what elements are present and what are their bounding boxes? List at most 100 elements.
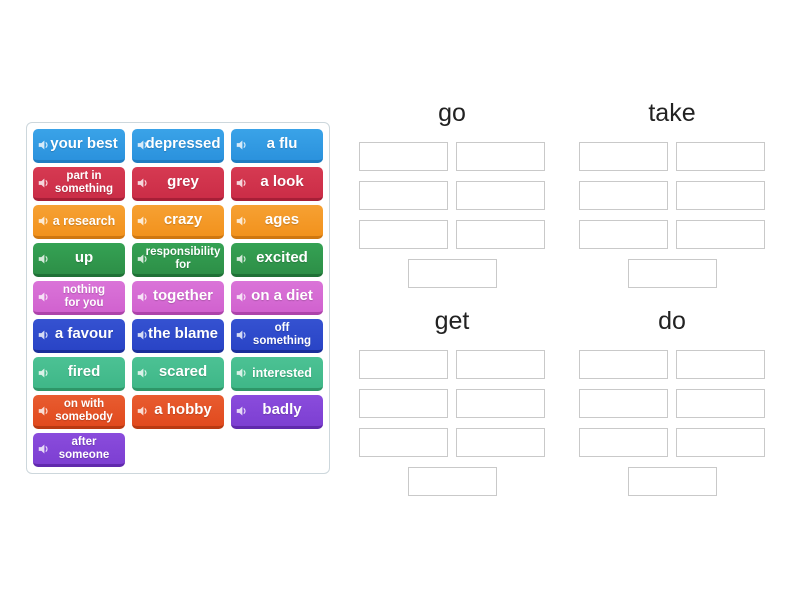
word-tile[interactable]: part in something: [33, 167, 125, 201]
drop-slot[interactable]: [579, 181, 668, 210]
drop-slot[interactable]: [627, 467, 717, 496]
speaker-icon: [236, 330, 246, 339]
word-tile-label: grey: [167, 173, 199, 191]
speaker-icon: [38, 406, 48, 415]
speaker-icon: [137, 292, 147, 301]
drop-slot[interactable]: [359, 350, 448, 379]
word-tile[interactable]: fired: [33, 357, 125, 391]
category-header: go: [438, 99, 466, 127]
drop-slot[interactable]: [579, 220, 668, 249]
drop-slot[interactable]: [456, 220, 545, 249]
drop-slot[interactable]: [676, 350, 765, 379]
speaker-icon: [137, 368, 147, 377]
drop-slot[interactable]: [359, 220, 448, 249]
drop-slot[interactable]: [676, 181, 765, 210]
category-header: take: [648, 99, 696, 127]
speaker-icon: [236, 140, 246, 149]
drop-slot[interactable]: [676, 428, 765, 457]
word-tile[interactable]: scared: [132, 357, 224, 391]
slot-grid: [357, 142, 547, 288]
word-tile-label: after someone: [58, 435, 110, 461]
word-tile-label: nothing for you: [62, 283, 106, 309]
drop-slot[interactable]: [676, 389, 765, 418]
drop-slot[interactable]: [359, 428, 448, 457]
speaker-icon: [236, 178, 246, 187]
category-group-take: take: [577, 96, 767, 288]
speaker-icon: [137, 178, 147, 187]
word-tile[interactable]: on a diet: [231, 281, 323, 315]
speaker-icon: [38, 368, 48, 377]
word-tile[interactable]: interested: [231, 357, 323, 391]
word-tile-label: part in something: [54, 169, 114, 195]
drop-slot[interactable]: [456, 389, 545, 418]
speaker-icon: [38, 140, 48, 149]
word-tile-label: excited: [256, 249, 308, 267]
speaker-icon: [38, 292, 48, 301]
word-tile[interactable]: excited: [231, 243, 323, 277]
word-tile[interactable]: up: [33, 243, 125, 277]
drop-slot[interactable]: [627, 259, 717, 288]
category-header: do: [658, 307, 686, 335]
word-tile[interactable]: a research: [33, 205, 125, 239]
word-tile[interactable]: off something: [231, 319, 323, 353]
word-tile-label: your best: [50, 135, 118, 153]
word-tile[interactable]: a hobby: [132, 395, 224, 429]
speaker-icon: [137, 406, 147, 415]
word-tile[interactable]: grey: [132, 167, 224, 201]
drop-slot[interactable]: [456, 428, 545, 457]
drop-slot[interactable]: [579, 350, 668, 379]
word-tile-label: badly: [262, 401, 302, 419]
word-tile[interactable]: nothing for you: [33, 281, 125, 315]
drop-slot[interactable]: [359, 142, 448, 171]
drop-slot[interactable]: [407, 259, 497, 288]
speaker-icon: [38, 444, 48, 453]
word-tile-label: a hobby: [154, 401, 212, 419]
category-group-go: go: [357, 96, 547, 288]
word-tile[interactable]: crazy: [132, 205, 224, 239]
word-tile[interactable]: ages: [231, 205, 323, 239]
word-tile[interactable]: badly: [231, 395, 323, 429]
speaker-icon: [38, 254, 48, 263]
speaker-icon: [236, 368, 246, 377]
word-tile[interactable]: your best: [33, 129, 125, 163]
word-tile-label: depressed: [145, 135, 221, 153]
word-tile-grid: your best depressed a flu part in something…: [33, 129, 323, 467]
drop-slot[interactable]: [676, 142, 765, 171]
word-tile[interactable]: on with somebody: [33, 395, 125, 429]
speaker-icon: [236, 292, 246, 301]
word-tile[interactable]: responsibility for: [132, 243, 224, 277]
slot-grid: [577, 142, 767, 288]
word-tile-label: ages: [264, 211, 300, 229]
word-tile-label: fired: [67, 363, 101, 381]
speaker-icon: [236, 216, 246, 225]
word-tile[interactable]: after someone: [33, 433, 125, 467]
word-tile-label: crazy: [163, 211, 203, 229]
drop-slot[interactable]: [579, 389, 668, 418]
word-bank-panel: your best depressed a flu part in something…: [26, 122, 330, 474]
drop-slot[interactable]: [456, 350, 545, 379]
speaker-icon: [137, 216, 147, 225]
category-group-get: get: [357, 304, 547, 496]
word-tile-label: interested: [252, 365, 312, 380]
word-tile[interactable]: a favour: [33, 319, 125, 353]
word-tile[interactable]: a look: [231, 167, 323, 201]
word-tile-label: on a diet: [251, 287, 313, 305]
speaker-icon: [38, 216, 48, 225]
drop-slot[interactable]: [359, 181, 448, 210]
drop-slot[interactable]: [456, 142, 545, 171]
word-tile[interactable]: depressed: [132, 129, 224, 163]
drop-slot[interactable]: [407, 467, 497, 496]
word-tile[interactable]: the blame: [132, 319, 224, 353]
word-tile-label: up: [74, 249, 94, 267]
drop-slot[interactable]: [579, 428, 668, 457]
drop-slot[interactable]: [676, 220, 765, 249]
slot-grid: [357, 350, 547, 496]
drop-slot[interactable]: [579, 142, 668, 171]
word-tile[interactable]: together: [132, 281, 224, 315]
drop-slot[interactable]: [456, 181, 545, 210]
word-tile-label: a look: [260, 173, 304, 191]
drop-slot[interactable]: [359, 389, 448, 418]
slot-grid: [577, 350, 767, 496]
word-tile[interactable]: a flu: [231, 129, 323, 163]
word-tile-label: on with somebody: [55, 397, 113, 423]
